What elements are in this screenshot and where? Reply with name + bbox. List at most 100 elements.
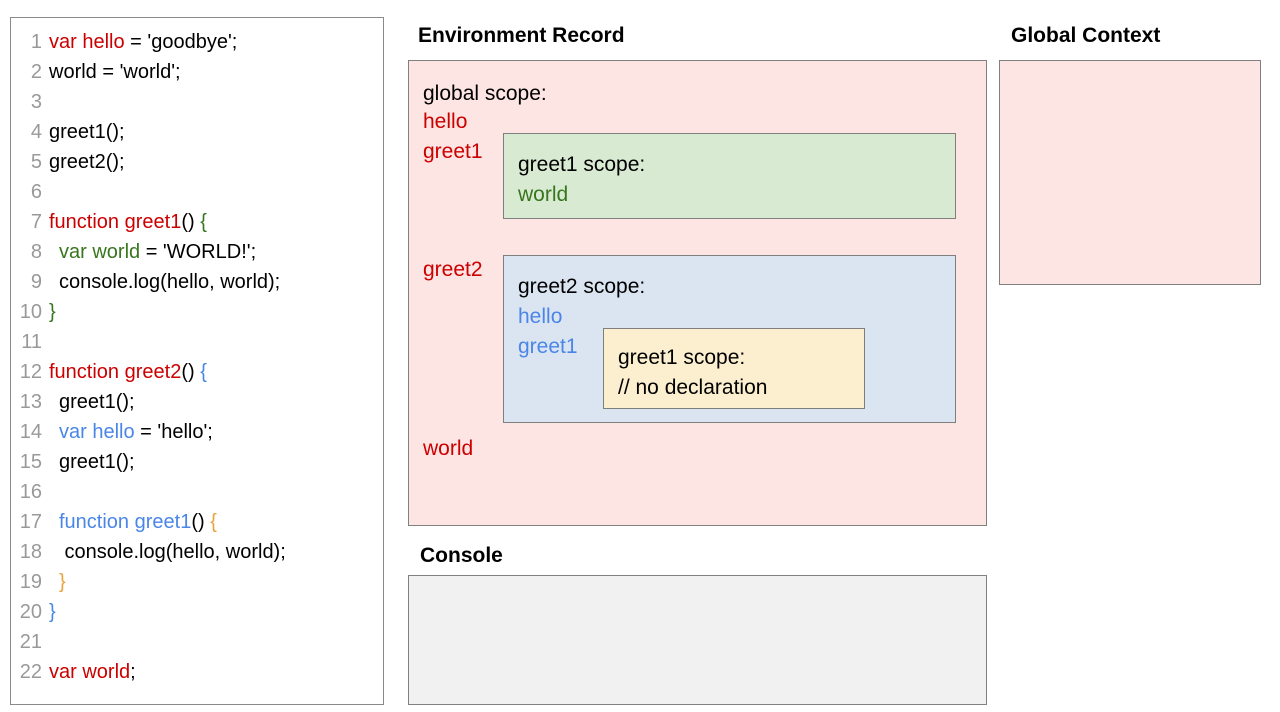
code-line[interactable]: 11 xyxy=(11,327,383,357)
code-line[interactable]: 14 var hello = 'hello'; xyxy=(11,417,383,447)
code-token: () xyxy=(191,511,211,533)
nested-greet1-scope-heading: greet1 scope: xyxy=(618,346,746,369)
code-line[interactable]: 20} xyxy=(11,597,383,627)
code-line[interactable]: 1 var hello = 'goodbye'; xyxy=(11,27,383,57)
code-line[interactable]: 2 world = 'world'; xyxy=(11,57,383,87)
global-scope-var-greet2: greet2 xyxy=(423,258,483,281)
code-line-text: function greet2() { xyxy=(49,357,207,387)
greet1-scope-box: greet1 scope: world xyxy=(503,133,956,219)
code-line-text: var hello = 'hello'; xyxy=(49,417,213,447)
line-number: 13 xyxy=(19,391,42,413)
global-context-title: Global Context xyxy=(1011,24,1161,47)
line-number: 10 xyxy=(19,301,42,323)
line-number: 4 xyxy=(30,121,42,143)
code-line-text: console.log(hello, world); xyxy=(49,267,280,297)
code-line-text: } xyxy=(49,597,56,627)
line-number: 1 xyxy=(30,31,42,53)
line-number: 19 xyxy=(19,571,42,593)
code-line-text: world = 'world'; xyxy=(49,57,181,87)
code-line-text: var world = 'WORLD!'; xyxy=(49,237,256,267)
code-line-text: var hello = 'goodbye'; xyxy=(49,27,237,57)
line-number: 3 xyxy=(30,91,42,113)
code-token: = 'goodbye'; xyxy=(124,31,238,53)
line-number: 2 xyxy=(30,61,42,83)
global-scope-var-hello: hello xyxy=(423,110,468,133)
code-token: function greet1 xyxy=(49,211,182,233)
global-scope-heading: global scope: xyxy=(423,82,547,105)
code-line[interactable]: 5 greet2(); xyxy=(11,147,383,177)
code-line-text: console.log(hello, world); xyxy=(49,537,286,567)
line-number: 8 xyxy=(30,241,42,263)
line-number: 20 xyxy=(19,601,42,623)
line-number: 5 xyxy=(30,151,42,173)
line-number: 22 xyxy=(19,661,42,683)
code-line[interactable]: 8 var world = 'WORLD!'; xyxy=(11,237,383,267)
greet2-scope-box: greet2 scope: hello greet1 greet1 scope:… xyxy=(503,255,956,423)
greet2-scope-heading: greet2 scope: xyxy=(518,275,646,298)
code-token: greet1(); xyxy=(59,451,135,473)
code-token: greet2(); xyxy=(49,151,125,173)
code-line[interactable]: 19} xyxy=(11,567,383,597)
nested-greet1-scope-note: // no declaration xyxy=(618,376,768,399)
code-line[interactable]: 22 var world; xyxy=(11,657,383,687)
code-line[interactable]: 15 greet1(); xyxy=(11,447,383,477)
code-line[interactable]: 10} xyxy=(11,297,383,327)
console-title: Console xyxy=(420,544,503,567)
code-token: } xyxy=(59,571,66,593)
code-token: = 'WORLD!'; xyxy=(140,241,257,263)
global-scope-var-greet1: greet1 xyxy=(423,140,483,163)
code-line[interactable]: 16 xyxy=(11,477,383,507)
line-number: 18 xyxy=(19,541,42,563)
code-line[interactable]: 21 xyxy=(11,627,383,657)
code-line-text: greet1(); xyxy=(49,387,135,417)
code-token: = 'hello'; xyxy=(134,421,213,443)
line-number: 11 xyxy=(21,331,42,353)
code-line-list: 1 var hello = 'goodbye'; 2 world = 'world';… xyxy=(11,18,383,687)
line-number: 16 xyxy=(19,481,42,503)
line-number: 15 xyxy=(19,451,42,473)
code-line-text: greet2(); xyxy=(49,147,125,177)
code-line-text: var world; xyxy=(49,657,136,687)
code-token: } xyxy=(49,301,56,323)
line-number: 9 xyxy=(30,271,42,293)
line-number: 7 xyxy=(30,211,42,233)
code-token: () xyxy=(181,211,201,233)
code-line-text: greet1(); xyxy=(49,117,125,147)
line-number: 21 xyxy=(19,631,42,653)
code-line[interactable]: 12 function greet2() { xyxy=(11,357,383,387)
code-token: { xyxy=(200,211,207,233)
code-line-text: function greet1() { xyxy=(49,507,217,537)
code-line-text: greet1(); xyxy=(49,447,135,477)
code-editor-panel[interactable]: 1 var hello = 'goodbye'; 2 world = 'world';… xyxy=(10,17,384,705)
code-token: console.log(hello, world); xyxy=(59,271,281,293)
environment-record-title: Environment Record xyxy=(418,24,625,47)
code-line[interactable]: 7 function greet1() { xyxy=(11,207,383,237)
code-token: function greet2 xyxy=(49,361,182,383)
code-token: function greet1 xyxy=(59,511,192,533)
greet1-scope-var-world: world xyxy=(518,183,569,206)
greet1-scope-heading: greet1 scope: xyxy=(518,153,646,176)
code-token: var hello xyxy=(49,31,125,53)
code-line[interactable]: 3 xyxy=(11,87,383,117)
code-token: world = 'world'; xyxy=(49,61,181,83)
code-token: } xyxy=(49,601,56,623)
console-output-box[interactable] xyxy=(408,575,987,705)
line-number: 6 xyxy=(30,181,42,203)
code-token: () xyxy=(181,361,201,383)
code-token: ; xyxy=(130,661,136,683)
code-line[interactable]: 18 console.log(hello, world); xyxy=(11,537,383,567)
code-line[interactable]: 4 greet1(); xyxy=(11,117,383,147)
code-line-text: function greet1() { xyxy=(49,207,207,237)
code-line[interactable]: 9 console.log(hello, world); xyxy=(11,267,383,297)
global-context-box xyxy=(999,60,1261,285)
code-line[interactable]: 13 greet1(); xyxy=(11,387,383,417)
global-scope-var-world: world xyxy=(423,437,474,460)
code-line[interactable]: 6 xyxy=(11,177,383,207)
code-token: var world xyxy=(49,661,131,683)
code-token: { xyxy=(200,361,207,383)
line-number: 14 xyxy=(19,421,42,443)
code-token: var world xyxy=(59,241,141,263)
code-token: var hello xyxy=(59,421,135,443)
line-number: 12 xyxy=(19,361,42,383)
